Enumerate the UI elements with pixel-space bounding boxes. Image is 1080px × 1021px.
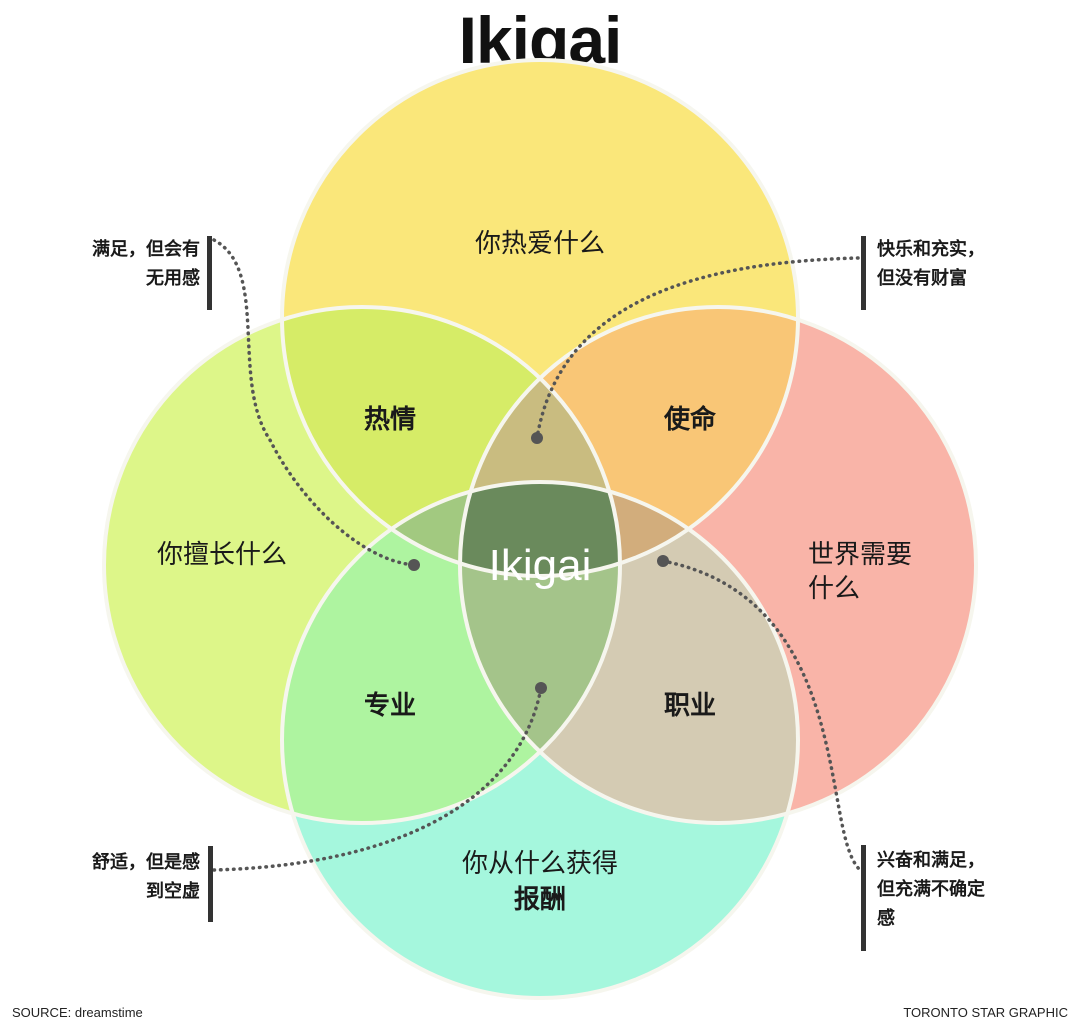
- annotation-top-right-line2: 但没有财富: [876, 267, 967, 289]
- label-what-you-love: 你热爱什么: [475, 229, 605, 259]
- dot-delight: [531, 432, 543, 444]
- annotation-bars: [207, 236, 866, 951]
- annotation-top-right-line1: 快乐和充实，: [877, 238, 985, 260]
- bar-bottom-right: [861, 845, 866, 951]
- label-what-the-world-needs: 世界需要: [808, 540, 912, 570]
- label-vocation: 职业: [664, 691, 716, 721]
- annotation-bottom-right-line1: 兴奋和满足，: [877, 849, 985, 871]
- source-credit: SOURCE: dreamstime: [12, 1005, 143, 1020]
- circle-outlines: [102, 58, 978, 1000]
- label-ikigai-center: Ikigai: [489, 541, 592, 590]
- label-what-the-world-needs-line2: 什么: [808, 574, 860, 604]
- bar-top-left: [207, 236, 212, 310]
- dot-emptiness: [535, 682, 547, 694]
- dot-useless: [408, 559, 420, 571]
- connector-top-left: [212, 238, 416, 567]
- label-what-you-can-be-paid-for: 你从什么获得: [462, 849, 618, 879]
- connector-top-right: [535, 256, 860, 440]
- connector-bottom-left: [212, 686, 543, 872]
- overlap-vocation: [460, 482, 798, 823]
- annotation-top-left-line1: 满足，但会有: [92, 238, 200, 260]
- annotation-bottom-left-line2: 到空虚: [146, 880, 200, 902]
- connector-lines: [212, 238, 862, 872]
- dot-uncertainty: [657, 555, 669, 567]
- annotation-bottom-right-line2: 但充满不确定: [876, 878, 985, 900]
- label-profession: 专业: [364, 691, 416, 721]
- label-passion: 热情: [364, 405, 416, 435]
- bar-bottom-left: [208, 846, 213, 922]
- annotation-top-left-line2: 无用感: [146, 267, 200, 289]
- label-what-you-can-be-paid-for-line2: 报酬: [514, 884, 566, 915]
- graphic-credit: TORONTO STAR GRAPHIC: [903, 1005, 1068, 1020]
- annotation-bottom-right-line3: 感: [877, 907, 895, 929]
- annotation-bottom-left-line1: 舒适，但是感: [92, 851, 200, 873]
- label-mission: 使命: [663, 404, 717, 435]
- label-what-you-are-good-at: 你擅长什么: [157, 540, 287, 570]
- bar-top-right: [861, 236, 866, 310]
- overlap-profession: [282, 482, 620, 823]
- connector-dots: [408, 432, 669, 694]
